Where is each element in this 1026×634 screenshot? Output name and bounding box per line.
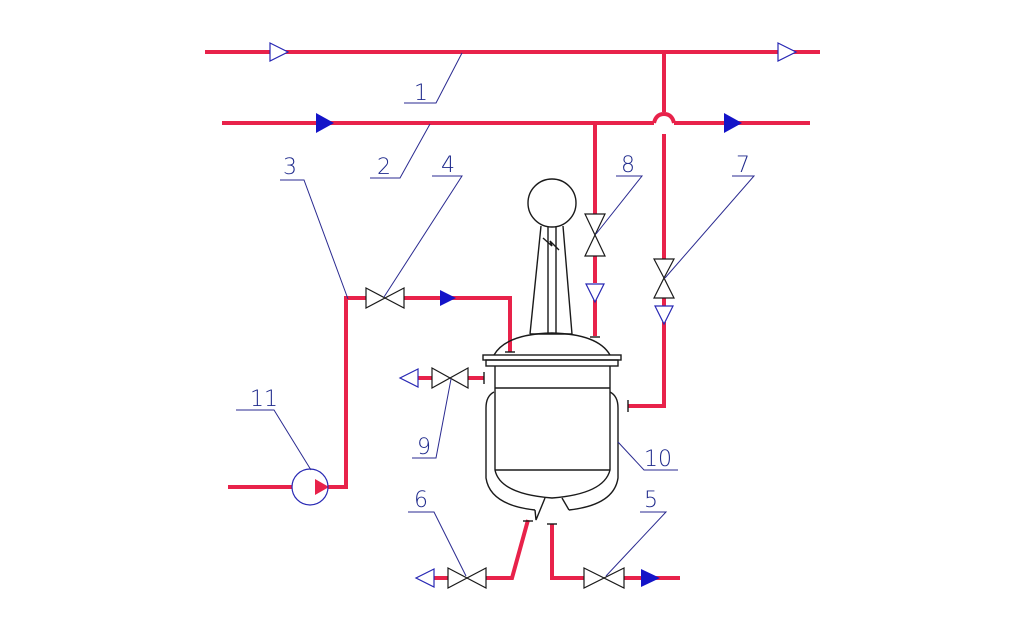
valve-5 xyxy=(583,567,625,589)
valve-8 xyxy=(584,213,606,257)
label-7: 7 xyxy=(736,153,750,178)
vessel-flange-top xyxy=(482,354,622,361)
vessel-head xyxy=(493,332,611,356)
labels: 1 2 3 4 8 7 9 10 11 6 5 xyxy=(250,81,750,513)
label-3: 3 xyxy=(283,155,297,180)
branch-7-to-jacket xyxy=(628,322,666,408)
leader-2 xyxy=(370,123,431,179)
inner-vessel xyxy=(494,366,611,499)
pipe-2-crossover xyxy=(652,111,676,124)
pump-discharge-line xyxy=(328,296,366,489)
open-arrow-right-1 xyxy=(269,42,290,62)
label-5: 5 xyxy=(644,488,658,513)
valves xyxy=(365,213,675,589)
leader-3 xyxy=(280,179,349,300)
flow-arrows xyxy=(269,42,798,588)
open-arrow-left-6 xyxy=(414,568,435,588)
pipes xyxy=(205,50,820,580)
open-arrow-left-9 xyxy=(398,368,419,388)
outlet-6-line xyxy=(486,519,530,580)
solid-arrow-right-1 xyxy=(316,113,334,133)
open-arrow-right-2 xyxy=(777,42,798,62)
agitator-motor xyxy=(527,178,577,228)
leader-1 xyxy=(404,52,463,104)
leader-6 xyxy=(408,511,467,577)
bottom-outlet-right xyxy=(561,497,570,511)
outlet-5-line xyxy=(550,524,584,580)
label-4: 4 xyxy=(441,153,455,178)
valve-6 xyxy=(447,567,487,589)
label-10: 10 xyxy=(644,447,672,472)
pump-arrow xyxy=(315,479,329,495)
leader-4 xyxy=(383,175,463,298)
label-11: 11 xyxy=(250,387,278,412)
solid-arrow-right-2 xyxy=(724,113,742,133)
label-8: 8 xyxy=(621,153,635,178)
label-2: 2 xyxy=(377,155,391,180)
leader-7 xyxy=(664,175,756,279)
jacket xyxy=(485,391,619,511)
label-6: 6 xyxy=(414,488,428,513)
motor-stand-left xyxy=(529,225,542,335)
open-arrow-down-7 xyxy=(654,305,674,326)
leader-lines xyxy=(236,52,756,577)
vessel-flange-bottom xyxy=(485,359,619,367)
valve-4 xyxy=(365,287,405,309)
leader-5 xyxy=(605,511,668,577)
solid-arrow-right-3 xyxy=(440,290,456,306)
reactor-vessel xyxy=(482,178,629,525)
motor-stand-right xyxy=(562,225,573,335)
leader-10 xyxy=(617,441,678,471)
open-arrow-down-8 xyxy=(585,283,605,304)
shaft-break-mark xyxy=(542,237,560,251)
valve-7 xyxy=(653,258,675,299)
feed-to-reactor-line xyxy=(404,296,512,352)
valve-9 xyxy=(431,366,469,390)
leader-11 xyxy=(236,409,312,471)
solid-arrow-right-4 xyxy=(641,569,660,587)
leader-9 xyxy=(412,378,452,459)
leader-8 xyxy=(595,175,644,235)
bottom-outlet-left xyxy=(534,497,546,521)
label-9: 9 xyxy=(417,435,431,460)
label-1: 1 xyxy=(414,81,428,106)
